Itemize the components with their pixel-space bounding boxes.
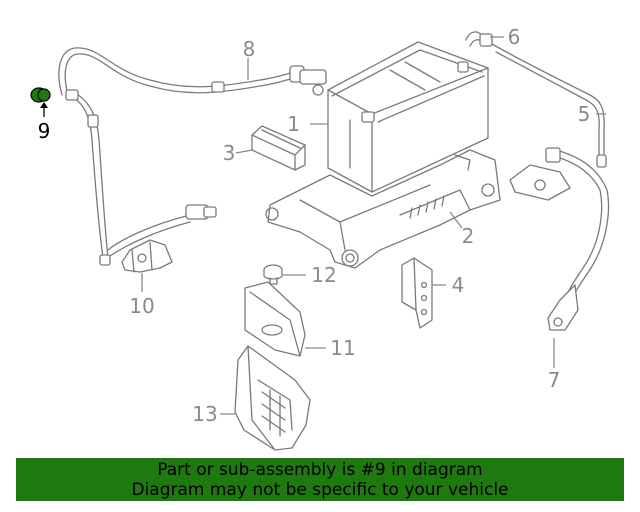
leader-lines bbox=[141, 36, 606, 415]
part-10-bracket[interactable] bbox=[121, 239, 173, 273]
callout-3: 3 bbox=[223, 141, 236, 165]
callout-2: 2 bbox=[462, 224, 475, 248]
callout-12: 12 bbox=[311, 263, 336, 287]
callout-1: 1 bbox=[287, 112, 300, 136]
part-1-battery[interactable] bbox=[327, 41, 489, 193]
callout-11: 11 bbox=[330, 336, 355, 360]
part-4-strip[interactable] bbox=[401, 257, 433, 329]
part-12-bolt[interactable] bbox=[263, 264, 283, 285]
callout-13: 13 bbox=[192, 402, 217, 426]
part-8-cable[interactable] bbox=[58, 47, 327, 266]
part-7-ground-cable[interactable] bbox=[509, 147, 610, 331]
part-13-bracket[interactable] bbox=[234, 345, 311, 451]
part-5-6-vent-tube[interactable] bbox=[465, 31, 607, 168]
callout-8: 8 bbox=[243, 37, 256, 61]
part-11-cover[interactable] bbox=[244, 281, 306, 357]
banner-line-2: Diagram may not be specific to your vehi… bbox=[131, 480, 509, 500]
callout-7: 7 bbox=[548, 368, 561, 392]
callout-9: 9 bbox=[38, 119, 51, 143]
banner-line-1: Part or sub-assembly is #9 in diagram bbox=[157, 460, 483, 480]
callout-4: 4 bbox=[452, 273, 465, 297]
callout-5: 5 bbox=[578, 102, 591, 126]
callouts: 1 2 3 4 5 6 7 8 9 10 11 12 13 bbox=[38, 25, 591, 426]
part-9-clip[interactable] bbox=[30, 87, 51, 117]
callout-6: 6 bbox=[508, 25, 521, 49]
callout-10: 10 bbox=[129, 294, 154, 318]
info-banner: Part or sub-assembly is #9 in diagram Di… bbox=[16, 458, 624, 501]
part-2-tray[interactable] bbox=[265, 149, 501, 269]
